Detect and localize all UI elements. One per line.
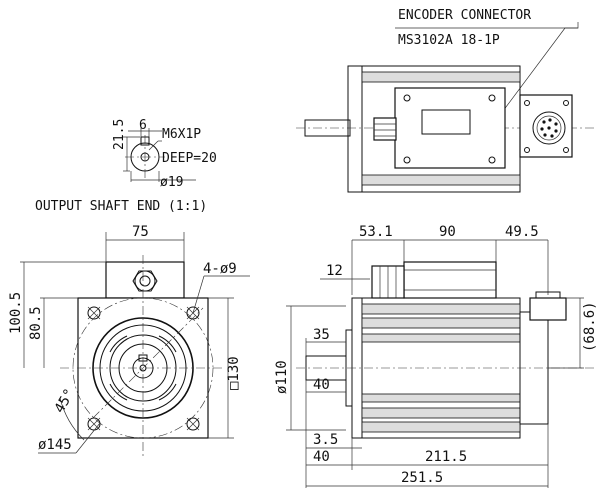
side-terminal-box [403, 261, 497, 299]
dim-12-label: 12 [326, 263, 343, 279]
deep-label: DEEP=20 [162, 151, 217, 166]
dim-211-5-label: 211.5 [425, 449, 467, 465]
top-nameplate [421, 109, 471, 135]
front-view: 75 4-ø9 100.5 80.5 □130 45° ø145 [8, 224, 250, 458]
front-gland-hex [132, 270, 158, 292]
front-terminal-box [105, 261, 185, 299]
thread-label: M6X1P [162, 127, 201, 142]
dim-53-1-label: 53.1 [359, 224, 393, 240]
dim-110-label: ø110 [274, 360, 290, 394]
side-encoder-connector [529, 297, 567, 321]
dim-75-label: 75 [132, 224, 149, 240]
top-view: ENCODER CONNECTOR MS3102A 18-1P [296, 8, 595, 193]
front-gland-inner [139, 275, 151, 287]
dim-100-5-label: 100.5 [8, 292, 24, 334]
top-screw-4 [488, 156, 496, 164]
encoder-title: ENCODER CONNECTOR [398, 8, 531, 23]
dim-68-6-label: (68.6) [582, 301, 598, 352]
dim-90-label: 90 [439, 224, 456, 240]
shaft-end-title: OUTPUT SHAFT END (1:1) [35, 199, 207, 214]
top-screw-1 [403, 94, 411, 102]
mounting-hole-2 [186, 306, 200, 320]
top-fin-lower [361, 174, 521, 186]
key-height-label: 21.5 [112, 119, 127, 150]
dim-130-label: □130 [226, 356, 242, 390]
hole-spec-label: 4-ø9 [203, 261, 237, 277]
key-width-label: 6 [139, 118, 147, 133]
dim-35-label: 35 [313, 327, 330, 343]
top-cable-gland [373, 117, 397, 141]
mounting-hole-1 [87, 306, 101, 320]
dim-80-5-label: 80.5 [28, 306, 44, 340]
dim-49-5-label: 49.5 [505, 224, 539, 240]
mounting-hole-4 [186, 417, 200, 431]
encoder-model: MS3102A 18-1P [398, 33, 500, 48]
top-screw-2 [488, 94, 496, 102]
side-view: 53.1 90 49.5 12 [274, 224, 598, 488]
shaft-diameter-label: ø19 [160, 175, 183, 190]
top-screw-3 [403, 156, 411, 164]
shaft-end-detail: 6 21.5 M6X1P DEEP=20 ø19 OUTPUT SHAFT EN… [35, 118, 217, 214]
dim-40-bottom-label: 40 [313, 449, 330, 465]
angle-45-label: 45° [52, 386, 79, 416]
dim-40-shaft-label: 40 [313, 377, 330, 393]
dim-3-5-label: 3.5 [313, 432, 338, 448]
dim-251-5-label: 251.5 [401, 470, 443, 486]
pcd-145-label: ø145 [38, 437, 72, 453]
encoder-connector-icon [532, 111, 566, 145]
side-fins [361, 303, 521, 433]
top-terminal-box [394, 87, 506, 169]
top-fin-upper [361, 71, 521, 83]
side-shaft [305, 355, 347, 381]
